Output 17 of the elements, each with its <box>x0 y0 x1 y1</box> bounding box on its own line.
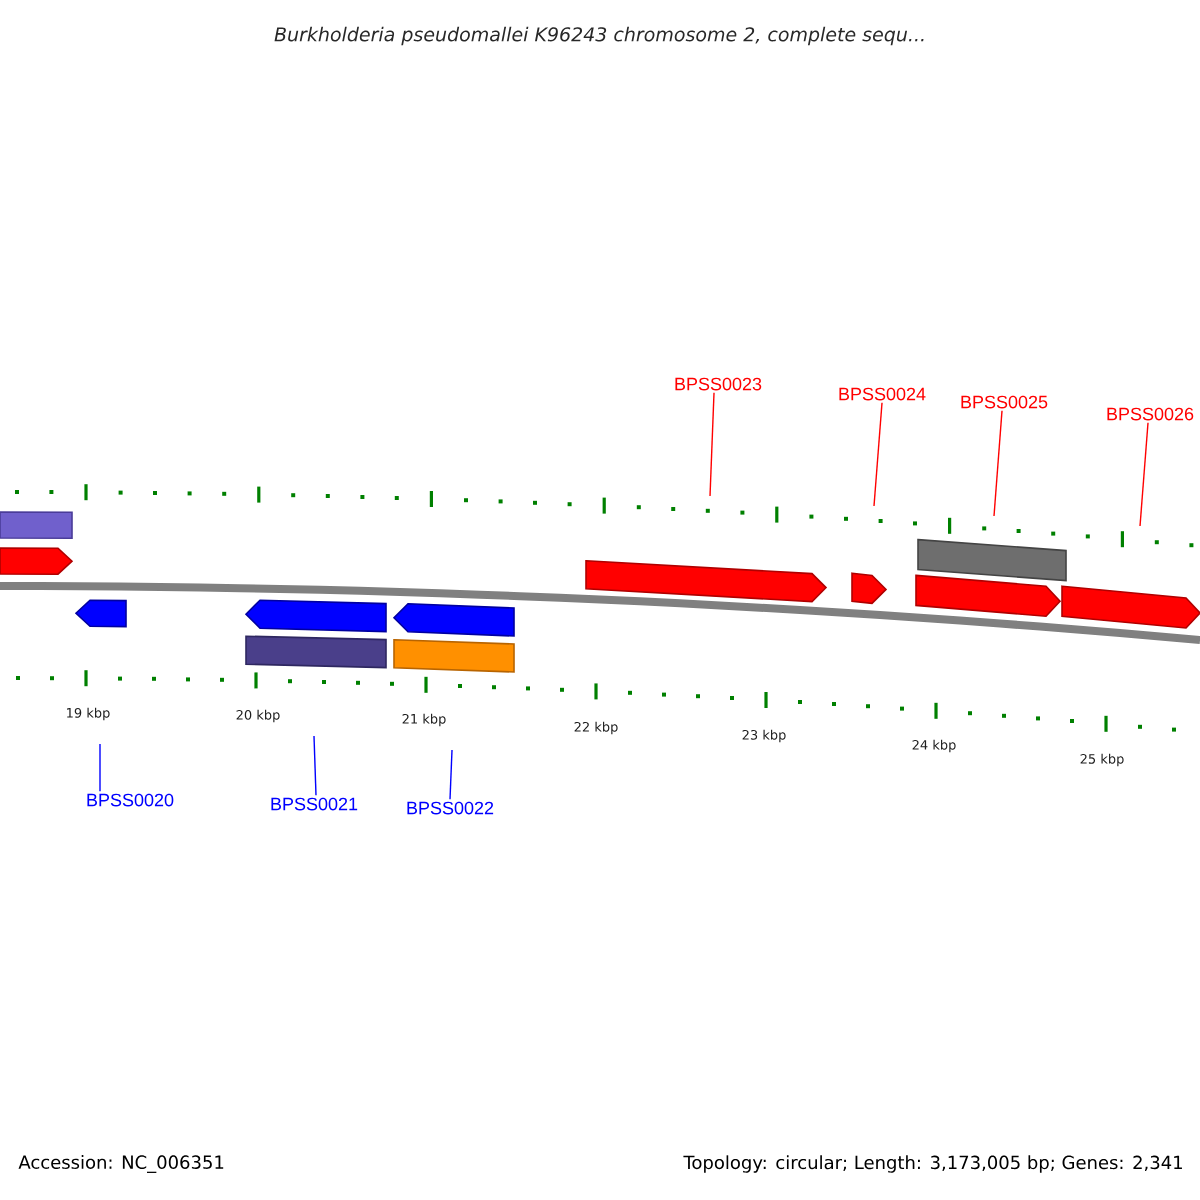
leader-line <box>449 749 453 800</box>
gene-label: BPSS0021 <box>271 797 358 811</box>
leader-line <box>709 392 715 497</box>
title: Burkholderia pseudomallei K96243 chromosome 2, complete sequ... <box>274 26 924 46</box>
gene-label: BPSS0024 <box>839 387 926 401</box>
accession-text: Accession: NC_006351 <box>18 1155 224 1173</box>
summary-text: Topology: circular; Length: 3,173,005 bp; Genes: 2,341 <box>683 1155 1182 1173</box>
gene-label: BPSS0025 <box>961 395 1048 409</box>
leader-line <box>99 743 101 792</box>
gene-label: BPSS0023 <box>675 377 762 391</box>
gene-label: BPSS0026 <box>1107 407 1194 421</box>
leader-line <box>993 410 1003 517</box>
leader-line <box>1139 422 1149 527</box>
gene-label: BPSS0020 <box>87 793 174 807</box>
leader-line <box>873 402 883 507</box>
gene-label: BPSS0022 <box>407 801 494 815</box>
leader-line <box>313 735 317 796</box>
